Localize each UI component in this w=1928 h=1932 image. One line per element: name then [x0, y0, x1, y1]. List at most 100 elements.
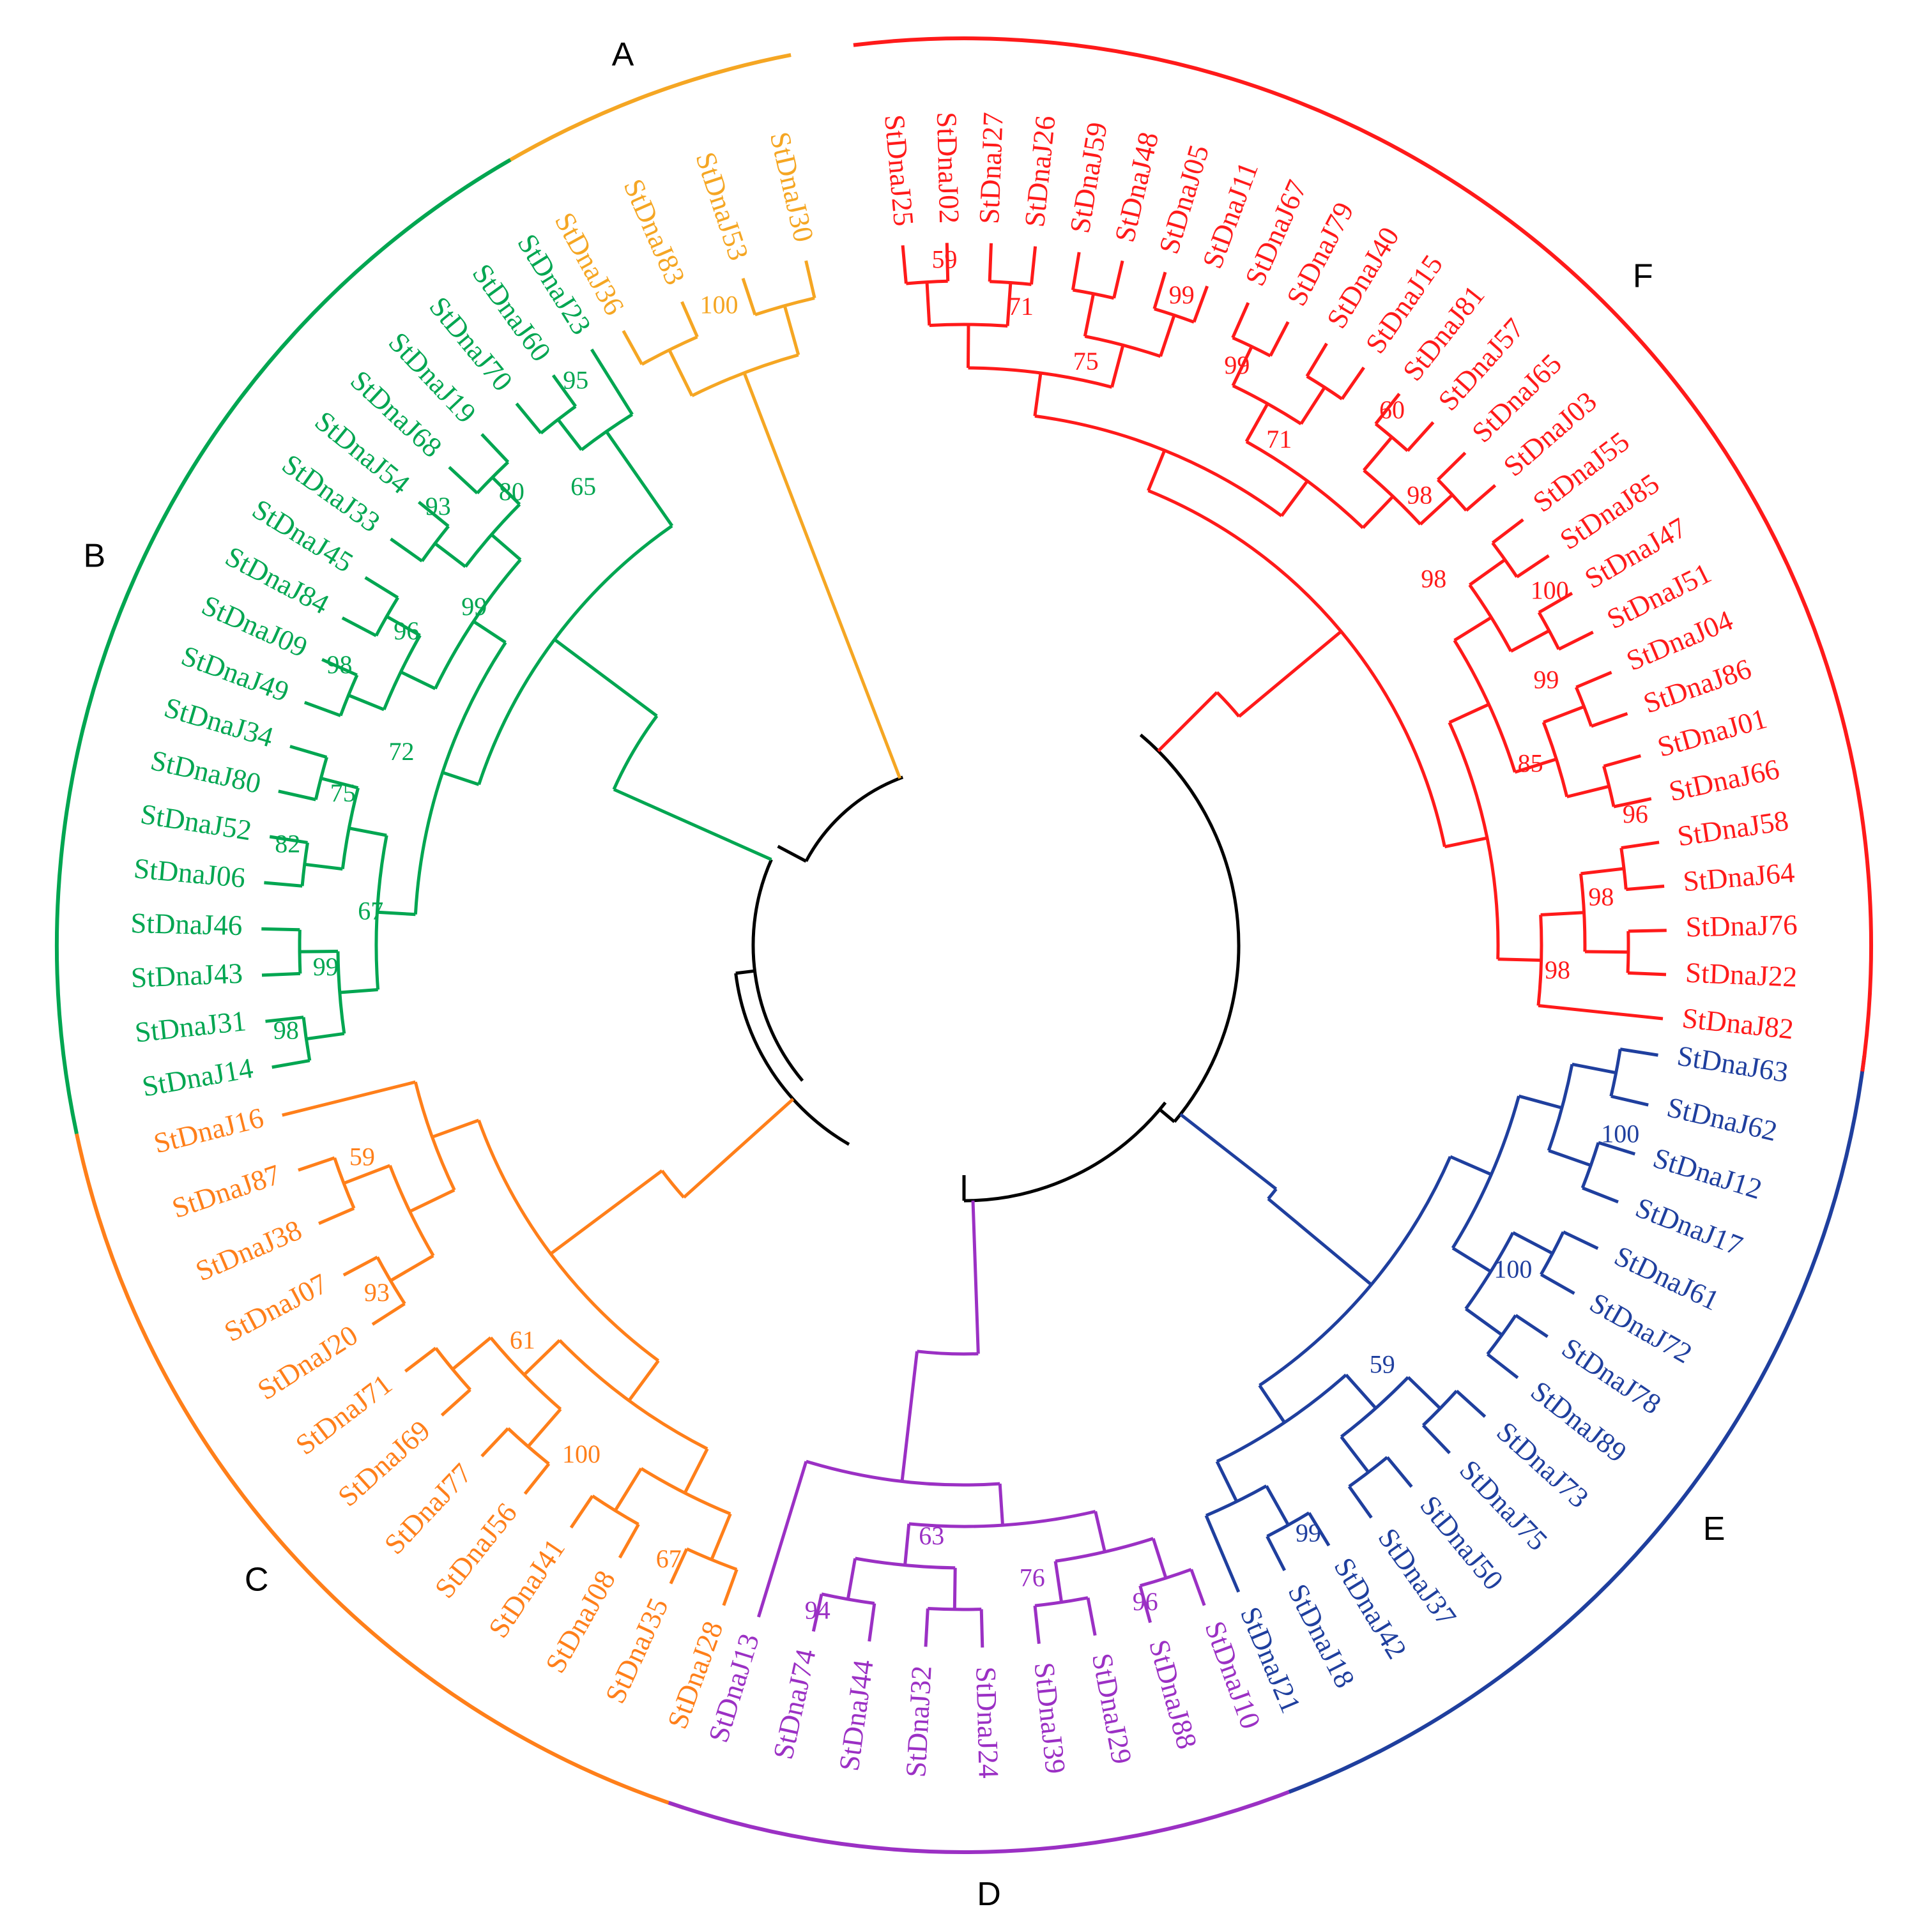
- clade-F-branch: [901, 245, 908, 284]
- bootstrap-label-F: 99: [1224, 351, 1250, 379]
- clade-A-outer-arc: [496, 53, 792, 170]
- clade-B-branch: [278, 789, 316, 802]
- clade-F-branch: [1406, 421, 1435, 452]
- clade-C-outer-arc: [75, 1133, 685, 1810]
- clade-E-branch: [1345, 1373, 1377, 1410]
- clade-E-branch: [1563, 1230, 1599, 1251]
- clade-C-node-arc: [333, 1157, 356, 1209]
- clade-B-branch: [590, 348, 634, 416]
- bootstrap-label-F: 85: [1518, 749, 1543, 777]
- clade-B-branch: [303, 701, 341, 717]
- clade-E-branch: [1582, 1186, 1619, 1204]
- leaf-label-F: StDnaJ27: [973, 112, 1009, 225]
- clade-F-branch: [1305, 342, 1328, 377]
- clade-D-node-arc: [1034, 1596, 1089, 1608]
- clade-F-branch: [1159, 314, 1176, 357]
- clade-B-branch: [348, 826, 387, 837]
- bootstrap-label-C: 100: [562, 1440, 601, 1468]
- clade-F-branch: [1538, 591, 1573, 614]
- leaf-label-F: StDnaJ25: [878, 113, 920, 227]
- bootstrap-label-F: 99: [1169, 280, 1195, 309]
- clade-F-branch: [1603, 754, 1641, 768]
- bootstrap-label-F: 59: [932, 245, 958, 274]
- clade-label-F: F: [1633, 257, 1653, 294]
- clade-B-node-arc: [374, 835, 388, 990]
- clade-A-branch: [783, 305, 800, 356]
- clade-C-node-arc: [376, 1256, 406, 1305]
- clade-E-branch: [1266, 1535, 1287, 1572]
- clade-E-node-arc: [1421, 1390, 1458, 1427]
- clade-D-root-branch: [900, 1351, 919, 1482]
- clade-C-branch: [371, 1302, 406, 1326]
- clade-B-node-arc: [314, 756, 328, 800]
- clade-C-branch: [431, 1118, 480, 1139]
- clade-F-branch: [1299, 386, 1326, 425]
- clade-D-branch: [979, 1609, 984, 1648]
- clade-B-branch: [490, 533, 522, 561]
- clade-B-branch: [515, 402, 542, 434]
- clade-E-branch: [1515, 1314, 1549, 1338]
- clade-E-branch: [1548, 1149, 1592, 1168]
- clade-E-branch: [1512, 1231, 1554, 1255]
- clade-B-branch: [272, 1059, 310, 1069]
- clade-B-branch: [556, 418, 583, 451]
- clade-F-root-arc: [1216, 691, 1241, 718]
- clade-label-B: B: [83, 538, 105, 575]
- clade-C-stem: [682, 1098, 795, 1199]
- clade-E-branch: [1407, 1376, 1442, 1410]
- clade-B-root-arc: [612, 715, 659, 791]
- clade-D-branch: [868, 1603, 876, 1642]
- bootstrap-label-F: 98: [1588, 883, 1614, 911]
- clade-D-branch: [846, 1558, 857, 1600]
- clade-F-branch: [967, 324, 970, 369]
- clade-B-branch: [339, 988, 378, 994]
- bootstrap-label-E: 100: [1601, 1120, 1639, 1148]
- bootstrap-label-F: 96: [1623, 800, 1648, 828]
- clade-B-branch: [265, 1015, 304, 1023]
- clade-E-node-arc: [1216, 1373, 1347, 1463]
- clade-B-stem: [613, 787, 772, 862]
- clade-B-branch: [400, 670, 436, 690]
- leaf-label-A: StDnaJ83: [618, 174, 692, 289]
- clade-F-node-arc: [1306, 375, 1343, 400]
- clade-C-branch: [618, 1523, 640, 1559]
- clade-F-branch: [1514, 757, 1557, 774]
- backbone-link-4: [1158, 1108, 1176, 1123]
- clade-B-branch: [304, 862, 343, 871]
- clade-F-branch: [1419, 493, 1454, 526]
- clade-E-outer-arc: [1288, 1055, 1867, 1794]
- bootstrap-label-B: 95: [563, 366, 588, 395]
- clade-F-branch: [1083, 293, 1096, 337]
- bootstrap-label-C: 61: [510, 1325, 535, 1354]
- clade-C-branch: [627, 1360, 660, 1402]
- clade-D-branch: [1190, 1569, 1206, 1606]
- clade-E-branch: [1455, 1389, 1487, 1418]
- clade-B-branch: [417, 501, 450, 528]
- backbone-arc-inner: [804, 775, 904, 862]
- clade-C-branch: [523, 1339, 561, 1376]
- clade-B-branch: [480, 433, 510, 464]
- clade-B-node-arc: [420, 525, 450, 562]
- clade-D-outer-arc: [668, 1784, 1305, 1854]
- clade-F-branch: [1152, 271, 1167, 310]
- clade-F-branch: [1340, 366, 1365, 400]
- clade-C-branch: [282, 1080, 416, 1117]
- bootstrap-label-D: 76: [1020, 1563, 1045, 1592]
- clade-B-branch: [341, 616, 377, 637]
- bootstrap-label-D: 94: [805, 1595, 830, 1624]
- clade-C-root-branch: [549, 1169, 663, 1256]
- leaf-label-B: StDnaJ34: [161, 691, 277, 753]
- clade-F-branch: [1465, 484, 1497, 512]
- clade-E-branch: [1540, 1273, 1575, 1295]
- leaf-label-E: StDnaJ12: [1649, 1141, 1766, 1205]
- clade-F-branch: [1453, 616, 1492, 642]
- clade-C-branch: [523, 1463, 551, 1495]
- leaf-label-C: StDnaJ07: [219, 1267, 333, 1348]
- bootstrap-label-F: 71: [1266, 425, 1292, 453]
- clade-C-branch: [298, 1156, 335, 1172]
- bootstrap-label-B: 82: [275, 830, 300, 858]
- clade-E-node-arc: [1580, 1142, 1600, 1189]
- clade-B-branch: [448, 466, 478, 495]
- clade-C-branch: [480, 1427, 510, 1457]
